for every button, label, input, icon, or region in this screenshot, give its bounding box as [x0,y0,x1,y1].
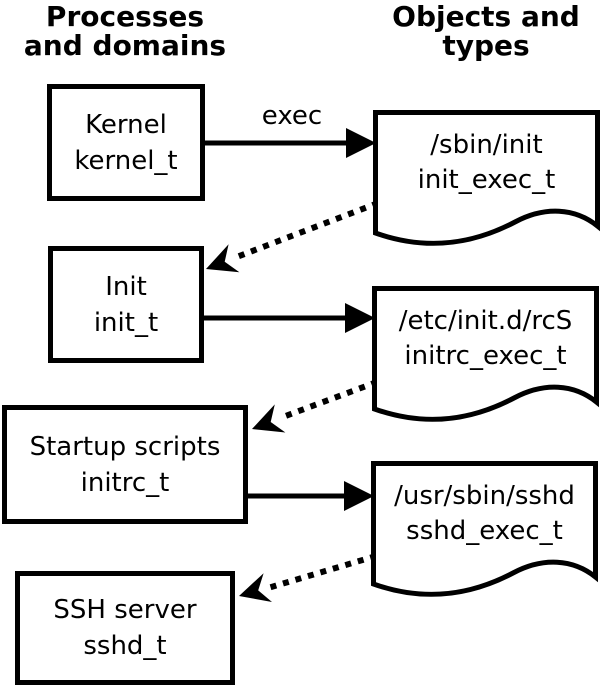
process-domain-type: kernel_t [74,145,178,176]
object-type: init_exec_t [417,165,556,195]
object-path: /usr/sbin/sshd [394,481,575,511]
object-doc-shape-initrc [372,286,599,422]
object-doc-shape-sshd [371,461,598,597]
process-box-ssh-server: SSH server sshd_t [15,571,235,685]
transition-arrow-sshdexec-to-sshd [239,553,377,602]
transition-arrow-initrcexec-to-initrc [252,379,379,433]
process-name: SSH server [53,595,197,625]
object-path: /etc/init.d/rcS [398,306,573,336]
exec-arrow-kernel-to-init [203,128,376,158]
exec-arrow-initrc-to-sshd [246,481,374,511]
exec-arrow-init-to-initrc [202,303,375,333]
transition-arrow-initexec-to-init [206,200,380,273]
process-name: Init [105,271,147,302]
column-header-objects: Objects and types [392,0,580,62]
object-type: sshd_exec_t [406,516,563,546]
process-name: Startup scripts [29,431,221,462]
object-type: initrc_exec_t [404,341,567,371]
object-path: /sbin/init [430,130,543,160]
process-domain-type: initrc_t [80,467,170,498]
process-box-kernel: Kernel kernel_t [47,84,205,201]
process-box-init: Init init_t [48,246,204,363]
process-domain-type: sshd_t [83,631,167,661]
exec-arrow-label: exec [261,101,323,131]
column-header-processes: Processes and domains [23,0,227,62]
object-doc-sshd: /usr/sbin/sshd sshd_exec_t [371,468,598,560]
object-doc-initrc: /etc/init.d/rcS initrc_exec_t [372,293,599,385]
process-name: Kernel [85,109,167,140]
process-domain-type: init_t [93,307,159,338]
object-doc-init: /sbin/init init_exec_t [373,117,600,209]
process-box-startup-scripts: Startup scripts initrc_t [2,405,248,524]
object-doc-shape-init [373,110,600,246]
